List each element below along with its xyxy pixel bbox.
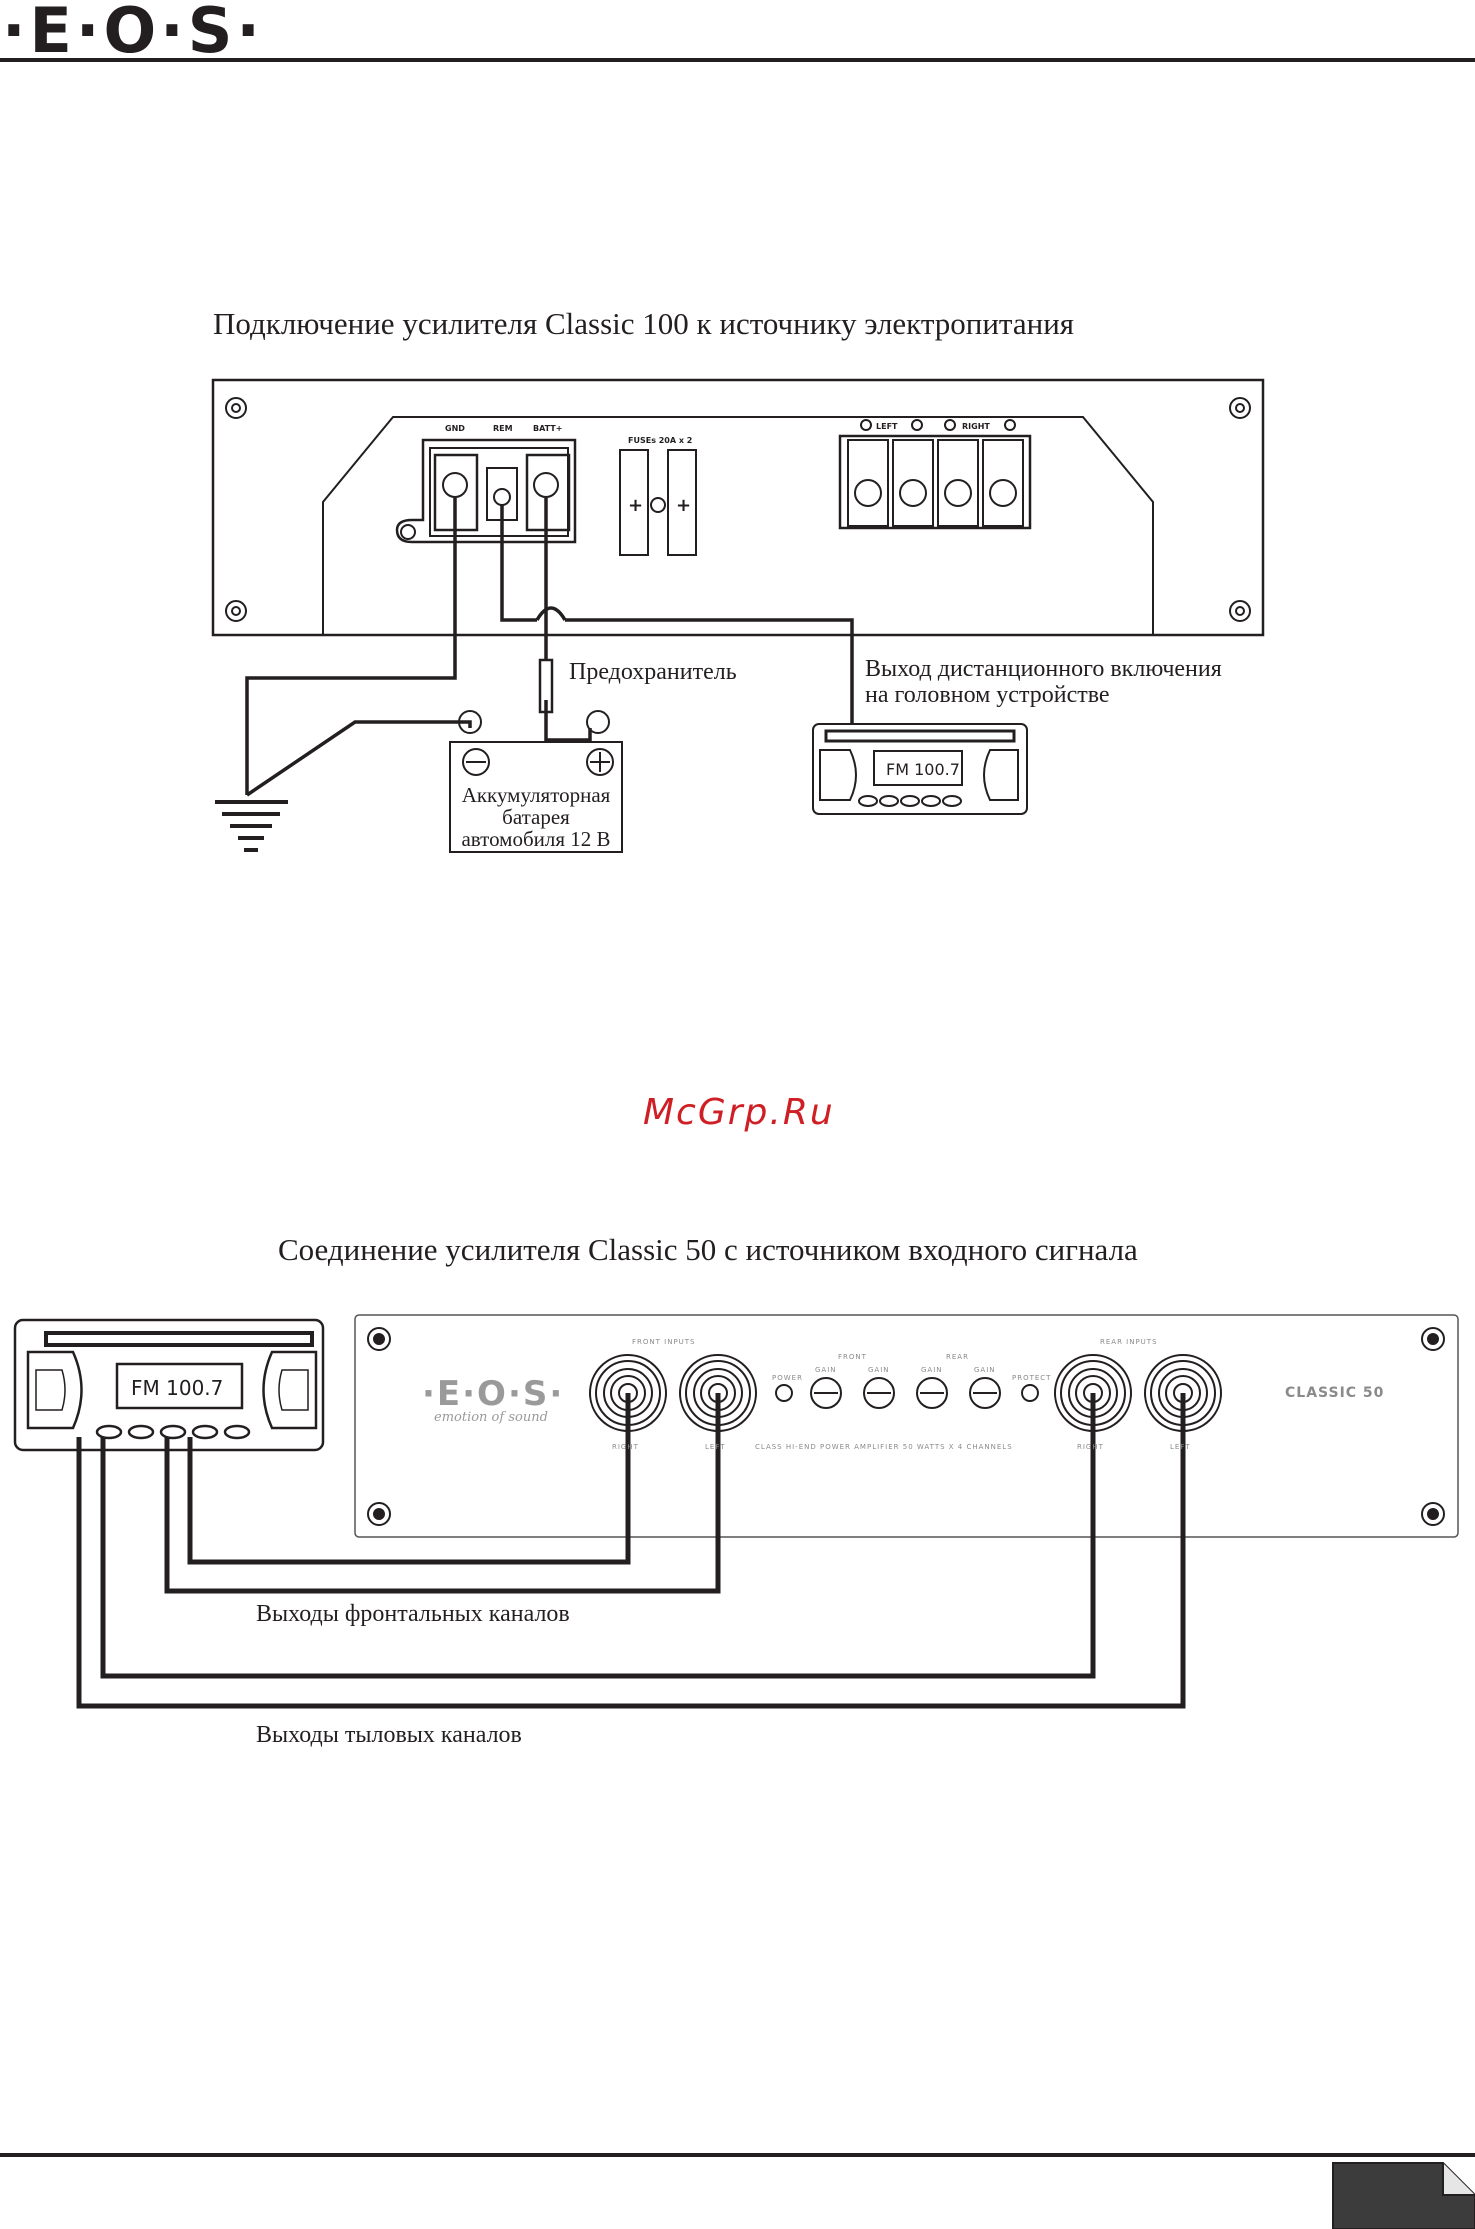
remote-label-line1: Выход дистанционного включения [865,656,1222,682]
fuse-label: Предохранитель [569,659,737,685]
amp100-outline [211,378,1265,637]
speaker-terminal-block [838,434,1032,530]
screw-icon [225,397,1251,622]
amp50-outline [354,1314,1459,1538]
protect-led-label: PROTECT [1012,1374,1051,1382]
rear-outputs-label: Выходы тыловых каналов [256,1722,522,1748]
front-outputs-label: Выходы фронтальных каналов [256,1601,570,1627]
gain-label: GAIN [815,1366,837,1374]
radio-display-2: FM 100.7 [131,1376,223,1400]
signal-wires [76,1393,1186,1709]
fuses-label: FUSEs 20A x 2 [628,436,692,445]
gain-knob-icon [775,1377,1039,1409]
speaker-right-label: RIGHT [962,422,990,431]
power-terminal-block [395,438,577,544]
rem-label: REM [493,424,513,433]
amp-description: CLASS HI-END POWER AMPLIFIER 50 WATTS X … [755,1443,1013,1451]
jack-right-label: RIGHT [612,1443,639,1451]
front-inputs-label: FRONT INPUTS [632,1338,696,1346]
battery-label-line2: батарея [502,805,570,829]
rear-inputs-label: REAR INPUTS [1100,1338,1158,1346]
gain-label: GAIN [921,1366,943,1374]
front-label: FRONT [838,1353,867,1361]
ground-icon [215,800,288,852]
amp100-heatsink [322,416,1154,635]
signal-diagram [13,1314,1459,1709]
head-unit-icon [812,723,1028,815]
logo-text: ·E·O·S· [2,0,264,67]
gnd-label: GND [445,424,465,433]
section1-title: Подключение усилителя Classic 100 к исто… [213,306,1075,341]
power-diagram [211,378,1265,853]
rear-label: REAR [946,1353,969,1361]
power-diagram-text: GND REM BATT+ FUSEs 20A x 2 LEFT RIGHT +… [445,422,990,779]
battery-icon [449,710,623,853]
gain-label: GAIN [868,1366,890,1374]
jack-left-label: LEFT [705,1443,726,1451]
power-wires [245,498,854,797]
svg-text:+: + [628,495,643,516]
model-label: CLASSIC 50 [1285,1385,1384,1401]
remote-label-line2: на головном устройстве [865,682,1110,708]
fuse-holder [619,449,649,556]
head-unit-icon [13,1318,325,1452]
jack-right-label: RIGHT [1077,1443,1104,1451]
eos-logo: ·E·O·S· [2,0,264,67]
speaker-left-label: LEFT [876,422,898,431]
amp-slogan: emotion of sound [434,1410,548,1425]
jack-left-label: LEFT [1170,1443,1191,1451]
battery-label-line1: Аккумуляторная [461,783,611,807]
inline-fuse [538,658,554,714]
power-led-label: POWER [772,1374,803,1382]
watermark: McGrp.Ru [643,1092,835,1133]
battery-label-line3: автомобиля 12 В [461,827,611,851]
batt-label: BATT+ [533,424,562,433]
svg-text:+: + [676,495,691,516]
screw-icon [367,1327,1445,1526]
section2-title: Соединение усилителя Classic 50 с источн… [278,1232,1138,1267]
gain-label: GAIN [974,1366,996,1374]
amp-logo: ·E·O·S· [422,1374,564,1414]
signal-diagram-text: FM 100.7 ·E·O·S· emotion of sound CLASSI… [131,1338,1384,1451]
page-corner-icon [1332,2162,1475,2229]
rca-jack-icon [589,1354,1222,1432]
radio-display-1: FM 100.7 [886,760,960,779]
